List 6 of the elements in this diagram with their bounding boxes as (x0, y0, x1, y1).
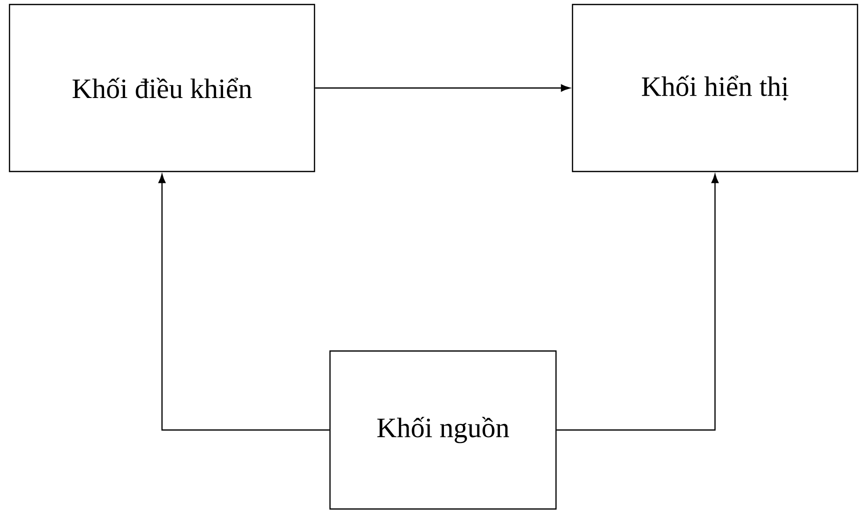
arrow (158, 174, 330, 431)
arrow (556, 174, 719, 431)
block-box: Khối hiển thị (572, 4, 858, 172)
block-box: Khối nguồn (329, 350, 557, 510)
arrow (315, 84, 570, 92)
block-box: Khối điều khiển (8, 4, 316, 172)
